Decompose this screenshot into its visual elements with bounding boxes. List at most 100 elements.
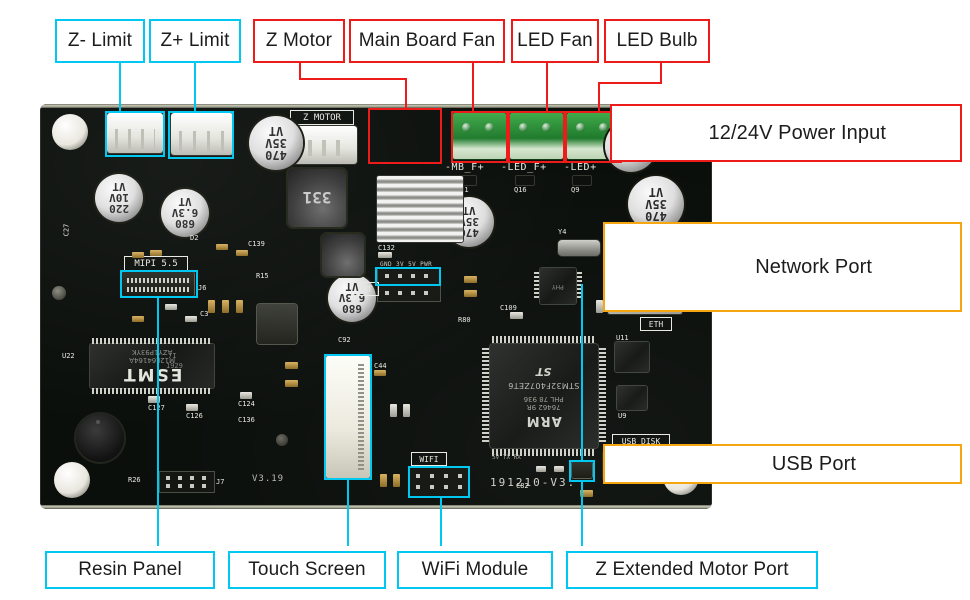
label-resin-panel[interactable]: Resin Panel [45,551,215,589]
z-motor-silkscreen: Z MOTOR [290,110,354,125]
memory-suffix: 7I [168,352,177,360]
label-led-fan[interactable]: LED Fan [511,19,599,63]
label-network-port-text: Network Port [755,255,872,278]
ref-y4: Y4 [558,228,567,236]
cap-voltage: 35V [265,136,287,150]
highlight-resin-panel [120,270,198,298]
cap-brand: VT [112,180,126,194]
led-fan-silkscreen: -LED_F+ [501,162,547,173]
touch-screen-fpc-connector[interactable] [326,356,370,478]
shielded-inductor [257,304,297,344]
smd-capacitor [165,304,177,310]
label-usb-port[interactable]: USB Port [603,444,962,484]
ref-c126: C126 [186,412,203,420]
label-led-bulb-text: LED Bulb [616,30,698,51]
smd-resistor [393,474,400,487]
label-main-board-fan-text: Main Board Fan [358,30,496,51]
ref-c109: C109 [500,304,517,312]
led-fan-terminal[interactable] [510,113,563,159]
smd-capacitor [390,404,397,417]
ref-c139: C139 [248,240,265,248]
smd-capacitor [186,404,198,411]
label-wifi-module-text: WiFi Module [421,559,529,580]
label-z-extended-motor-port[interactable]: Z Extended Motor Port [566,551,818,589]
ext-header-bottom-row[interactable] [378,286,440,301]
label-led-bulb[interactable]: LED Bulb [604,19,710,63]
leader-led-bulb-b [598,82,662,84]
highlight-wifi-module [408,466,470,498]
label-power-input[interactable]: 12/24V Power Input [610,104,962,162]
memory-date: 1929 [166,362,183,370]
regulator-heatsink [377,176,463,242]
crystal-oscillator-y4 [558,240,600,256]
label-z-minus-limit-text: Z- Limit [67,30,133,51]
cap-brand: VT [648,185,664,199]
eeprom-u9 [617,386,647,410]
ref-j7: J7 [216,478,225,486]
leader-wifi-module [440,496,442,546]
leader-touch-screen [347,478,349,546]
via-hole [52,286,66,300]
label-network-port[interactable]: Network Port [603,222,962,312]
ref-j6: J6 [198,284,207,292]
label-power-input-text: 12/24V Power Input [708,121,886,144]
mb-fan-silkscreen: -MB_F+ [445,162,485,173]
label-z-motor-text: Z Motor [265,30,333,51]
leader-led-bulb-a [660,62,662,84]
leader-led-bulb-c [598,82,600,112]
main-board-fan-terminal[interactable] [453,113,506,159]
mcu-line3: PHL 78 936 [523,394,565,403]
smd-resistor [464,290,477,297]
label-wifi-module[interactable]: WiFi Module [397,551,553,589]
mipi-silkscreen: MIPI 5.5 [124,256,188,271]
debug-header[interactable] [160,472,214,492]
leader-z-plus-limit [194,62,196,112]
version-silkscreen: V3.19 [252,474,285,484]
voltage-regulator-u11 [615,342,649,372]
wifi-module-header[interactable] [410,468,468,496]
highlight-touch-screen [324,354,372,480]
smd-resistor [132,316,144,322]
ethernet-phy-chip: PHY [540,268,576,304]
smd-resistor [222,300,229,313]
board-revision-silkscreen: 191210-V3. [490,476,577,489]
label-z-plus-limit[interactable]: Z+ Limit [149,19,241,63]
cap-voltage: 10V [109,191,129,205]
ext-header-top-row[interactable] [378,269,440,284]
mainboard-pcb: Z MOTOR -MB_F+ -LED_F+ -LED+ Q11 Q16 Q9 … [40,104,712,509]
mcu-maker: ST [536,364,552,378]
wifi-silkscreen: WIFI [411,452,447,466]
smd-capacitor [185,316,197,322]
ref-q9: Q9 [571,186,580,194]
z-minus-limit-connector[interactable] [107,113,163,153]
z-extended-motor-connector[interactable] [572,462,592,478]
ref-r26: R26 [128,476,141,484]
leader-z-motor-b [299,78,407,80]
smd-resistor [132,252,144,258]
resin-panel-mipi-connector[interactable] [122,272,194,296]
leader-z-motor-c [405,78,407,110]
ref-u22: U22 [62,352,75,360]
z-plus-limit-connector[interactable] [171,113,233,155]
board-bottom-edge [40,505,712,509]
smd-resistor [236,300,243,313]
highlight-z-plus-limit [168,111,234,159]
ref-c132: C132 [378,244,395,252]
label-z-minus-limit[interactable]: Z- Limit [55,19,145,63]
label-main-board-fan[interactable]: Main Board Fan [349,19,505,63]
mosfet-q16 [516,176,534,185]
leader-resin-panel [157,296,159,546]
smd-capacitor [596,300,603,313]
leader-z-ext-motor-a [581,284,583,462]
highlight-ext-header [375,267,441,286]
ref-c82: C82 [516,482,529,490]
highlight-z-minus-limit [105,111,165,157]
label-z-motor[interactable]: Z Motor [253,19,345,63]
power-inductor-secondary [322,234,364,276]
board-top-edge [40,104,712,108]
smd-resistor [150,250,162,256]
smd-resistor [236,250,248,256]
ref-d2: D2 [190,234,199,242]
label-touch-screen[interactable]: Touch Screen [228,551,386,589]
